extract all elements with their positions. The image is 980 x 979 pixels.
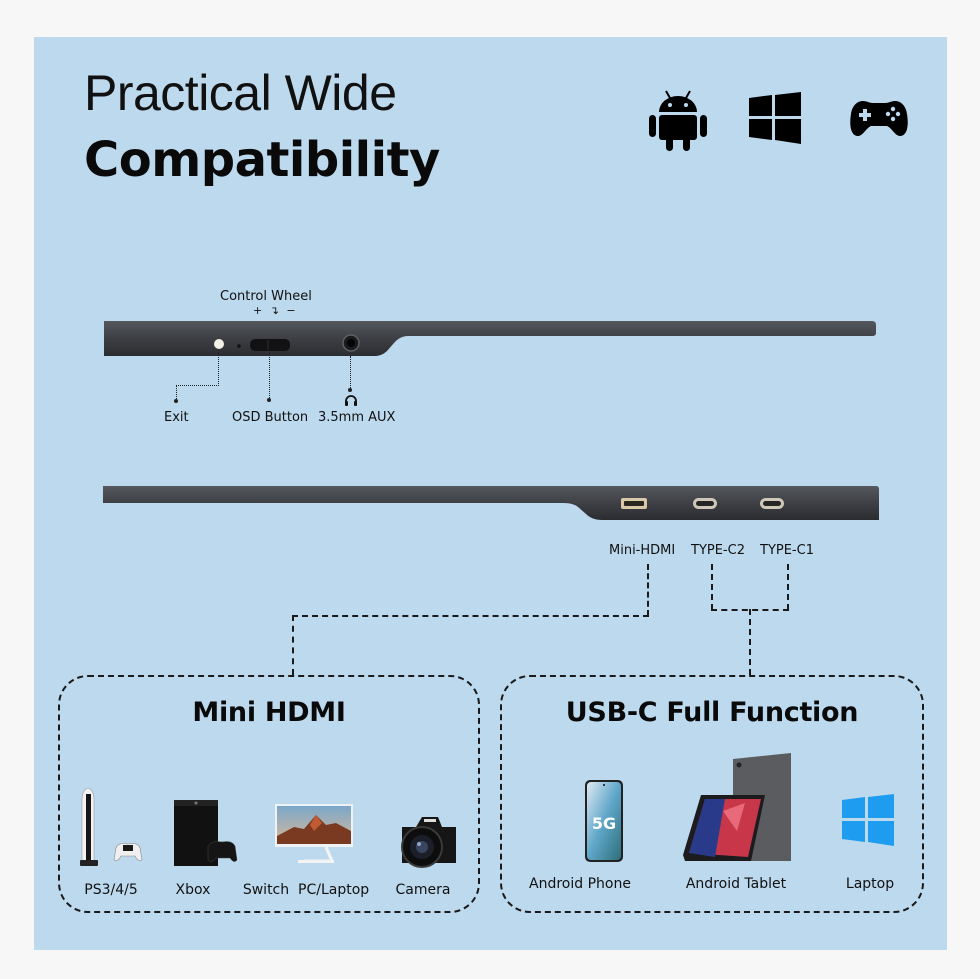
mini-hdmi-title: Mini HDMI [192,697,346,728]
device-label-camera: Camera [395,882,451,898]
aux-label: 3.5mm AUX [318,410,396,425]
mini-hdmi-connector-v [647,564,649,616]
device-label-switch-pc: Switch PC/Laptop [242,882,370,898]
mini-hdmi-connector-down [292,615,294,675]
usb-c-title: USB-C Full Function [565,697,859,728]
device-label-ps: PS3/4/5 [84,882,138,898]
port-label-type-c2: TYPE-C2 [691,543,745,558]
android-phone-image: 5G [584,779,624,863]
android-icon [648,88,708,152]
control-wheel-symbols: + ↴ − [253,304,298,317]
usb-c-group: USB-C Full Function [500,675,924,913]
port-label-mini-hdmi: Mini-HDMI [609,543,676,558]
type-c1-connector-v [787,564,789,610]
windows-icon [748,92,804,156]
exit-leader-dot [174,399,178,403]
android-tablet-image [675,751,795,867]
monitor-side-edge [102,484,880,524]
headphone-icon [344,394,358,406]
device-label-android-phone: Android Phone [529,876,631,892]
exit-label: Exit [164,410,189,425]
port-label-type-c1: TYPE-C1 [760,543,814,558]
type-c2-connector-v [711,564,713,610]
gamepad-icon [849,98,909,162]
exit-leader-line [218,352,219,386]
aux-leader-dot [348,388,352,392]
windows-laptop-icon [841,794,895,846]
xbox-console-image [172,798,238,870]
osd-button-label: OSD Button [232,410,309,425]
camera-image [396,813,460,869]
osd-leader-dot [267,398,271,402]
mini-hdmi-connector-h [292,615,649,617]
exit-leader-line-v [176,385,177,401]
aux-leader-line [350,356,351,390]
ps5-console-image [78,788,144,868]
mini-hdmi-group: Mini HDMI [58,675,480,913]
pc-monitor-image [274,803,354,867]
monitor-top-edge [102,319,877,359]
svg-text:5G: 5G [592,814,616,833]
exit-leader-line-h [176,385,219,386]
device-label-xbox: Xbox [175,882,211,898]
device-label-android-tablet: Android Tablet [685,876,787,892]
control-wheel-label: Control Wheel [220,289,312,304]
title-line-1: Practical Wide [84,65,397,121]
usb-c-connector-down [749,609,751,675]
device-label-laptop: Laptop [845,876,895,892]
osd-leader-line [269,352,270,400]
title-line-2: Compatibility [84,132,440,188]
